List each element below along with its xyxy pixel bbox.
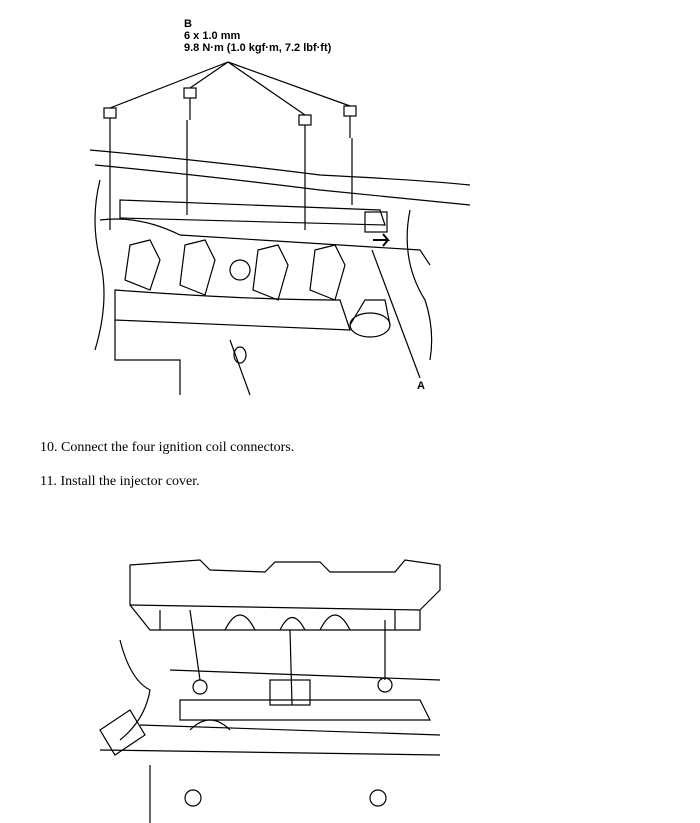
step-11: 11. Install the injector cover. (40, 474, 200, 489)
injector-cover-diagram (99, 559, 441, 823)
callout-a: A (417, 380, 425, 392)
injector-cover (129, 559, 441, 631)
leader-lines (109, 61, 421, 379)
callout-b: B 6 x 1.0 mm 9.8 N·m (1.0 kgf·m, 7.2 lbf… (184, 18, 331, 54)
engine-head (89, 149, 471, 396)
guide-lines (189, 609, 386, 706)
engine-lower (99, 639, 441, 823)
bolt-icons (103, 87, 357, 230)
bolt-size: 6 x 1.0 mm (184, 30, 241, 42)
ignition-coil-diagram (89, 61, 471, 396)
callout-b-label: B (184, 18, 192, 30)
bolt-torque: 9.8 N·m (1.0 kgf·m, 7.2 lbf·ft) (184, 42, 332, 54)
ignition-coils (124, 239, 346, 301)
step-10: 10. Connect the four ignition coil conne… (40, 440, 295, 455)
